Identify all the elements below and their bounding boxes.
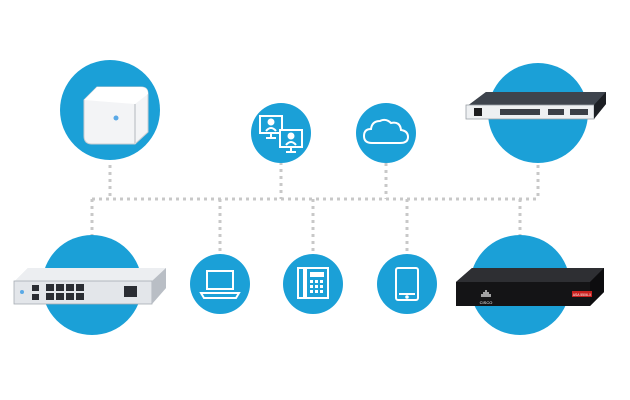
- laptop-icon: [199, 270, 241, 299]
- network-switch-icon: [13, 268, 166, 305]
- node-cloud: [356, 103, 416, 163]
- wireless-access-point-icon: [83, 86, 149, 145]
- rack-router-icon: [465, 92, 606, 120]
- video-conference-icon: [259, 115, 303, 153]
- node-tablet: [377, 254, 437, 314]
- node-router: [465, 63, 606, 163]
- cloud-icon: [362, 118, 410, 144]
- firewall-appliance-icon: CISCO ASA 5506-X: [456, 268, 604, 306]
- connectors: [90, 162, 540, 254]
- node-ip-phone: [283, 254, 343, 314]
- node-circle: [283, 254, 343, 314]
- node-access-point: [60, 60, 160, 160]
- node-circle: [356, 103, 416, 163]
- node-firewall: CISCO ASA 5506-X: [456, 235, 604, 335]
- firewall-model-label: ASA 5506-X: [573, 293, 592, 297]
- firewall-brand-label: CISCO: [480, 300, 493, 305]
- tablet-icon: [395, 267, 419, 301]
- node-circle: [377, 254, 437, 314]
- node-circle: [190, 254, 250, 314]
- node-video-conference: [251, 103, 311, 163]
- ip-phone-icon: [297, 267, 329, 299]
- node-laptop: [190, 254, 250, 314]
- node-switch: [13, 235, 166, 335]
